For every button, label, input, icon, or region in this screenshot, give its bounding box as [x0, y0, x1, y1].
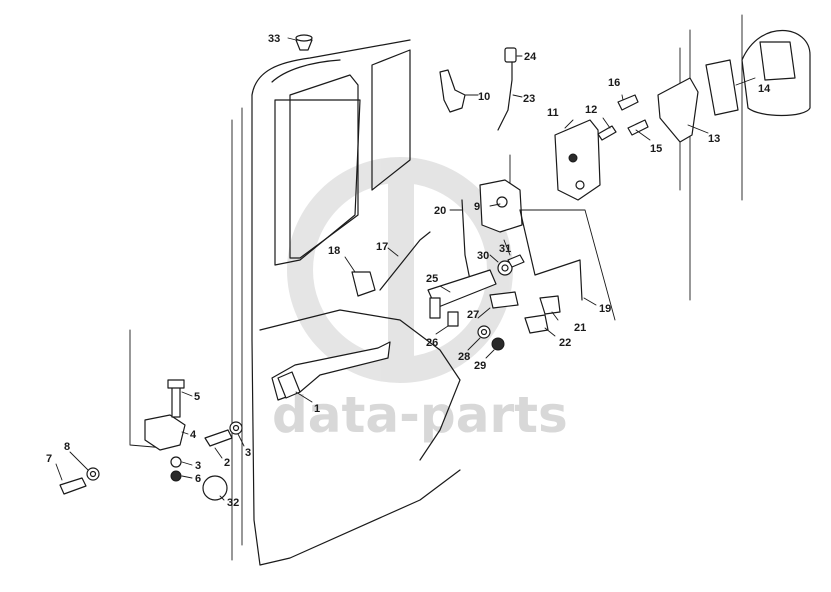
- callout-1: 1: [314, 403, 320, 415]
- callout-30: 30: [477, 250, 489, 262]
- part-21-latch: [539, 295, 561, 315]
- part-22-latch: [524, 314, 549, 334]
- callout-33: 33: [268, 33, 280, 45]
- callout-32: 32: [227, 497, 239, 509]
- callout-12: 12: [585, 104, 597, 116]
- callout-6: 6: [195, 473, 201, 485]
- callout-25: 25: [426, 273, 438, 285]
- callout-7: 7: [46, 453, 52, 465]
- leader-lines: [55, 37, 756, 501]
- part-6-nut: [170, 470, 182, 482]
- callout-31: 31: [499, 243, 511, 255]
- callout-20: 20: [434, 205, 446, 217]
- part-8-washer: [86, 467, 100, 481]
- callout-14: 14: [758, 83, 771, 95]
- callout-2: 2: [224, 457, 230, 469]
- part-17-rod: [379, 231, 431, 291]
- callout-3-lower: 3: [195, 460, 201, 472]
- part-2-bolt: [204, 429, 233, 447]
- part-14-bracket: [705, 29, 811, 117]
- part-4-hinge: [144, 414, 186, 451]
- callout-23: 23: [523, 93, 535, 105]
- part-11-striker: [554, 119, 601, 201]
- callout-15: 15: [650, 143, 662, 155]
- part-16-bolt: [617, 94, 639, 111]
- part-23-rod: [497, 61, 513, 131]
- part-29-nut: [491, 337, 505, 351]
- callout-13: 13: [708, 133, 720, 145]
- callout-9: 9: [474, 201, 480, 213]
- callout-22: 22: [559, 337, 571, 349]
- callout-29: 29: [474, 360, 486, 372]
- callout-11: 11: [547, 107, 559, 119]
- callout-26: 26: [426, 337, 438, 349]
- part-18-clip: [351, 271, 376, 297]
- part-32-plug: [202, 475, 228, 501]
- door-panel: [129, 14, 743, 566]
- part-7-bolt: [59, 477, 87, 495]
- callout-10: 10: [478, 91, 490, 103]
- callout-16: 16: [608, 77, 620, 89]
- part-30-washer: [497, 260, 513, 276]
- callout-18: 18: [328, 245, 340, 257]
- part-26-spacer: [447, 311, 459, 327]
- callout-27: 27: [467, 309, 479, 321]
- part-12-bolt: [597, 125, 617, 141]
- callout-8: 8: [64, 441, 70, 453]
- watermark-text: data-parts: [272, 386, 568, 444]
- part-27-bracket: [489, 291, 519, 309]
- part-3-washer-lower: [170, 456, 182, 468]
- callout-5: 5: [194, 391, 200, 403]
- callout-24: 24: [524, 51, 537, 63]
- watermark-logo: [287, 157, 513, 383]
- part-9-lock: [479, 179, 523, 233]
- callout-21: 21: [574, 322, 586, 334]
- callout-4: 4: [190, 429, 197, 441]
- callout-19: 19: [599, 303, 611, 315]
- part-5-bolt: [167, 379, 185, 418]
- part-15-bolt: [627, 119, 649, 136]
- part-31-bolt: [507, 254, 525, 268]
- callout-3-upper: 3: [245, 447, 251, 459]
- part-1-outer-handle: [271, 341, 391, 401]
- part-24-sleeve: [504, 47, 517, 63]
- part-3-washer-upper: [229, 421, 243, 435]
- part-28-washer: [477, 325, 491, 339]
- callout-labels: 33 24 23 10 11 12 16 15 13 14 9 20 17 18…: [46, 33, 771, 509]
- callout-17: 17: [376, 241, 388, 253]
- part-33-cap: [295, 34, 313, 51]
- part-20-rod: [461, 199, 471, 281]
- part-10-bracket: [439, 69, 466, 113]
- part-13-plate: [657, 77, 699, 143]
- part-25-handle: [427, 269, 497, 319]
- callout-28: 28: [458, 351, 470, 363]
- part-19-rod: [519, 209, 583, 301]
